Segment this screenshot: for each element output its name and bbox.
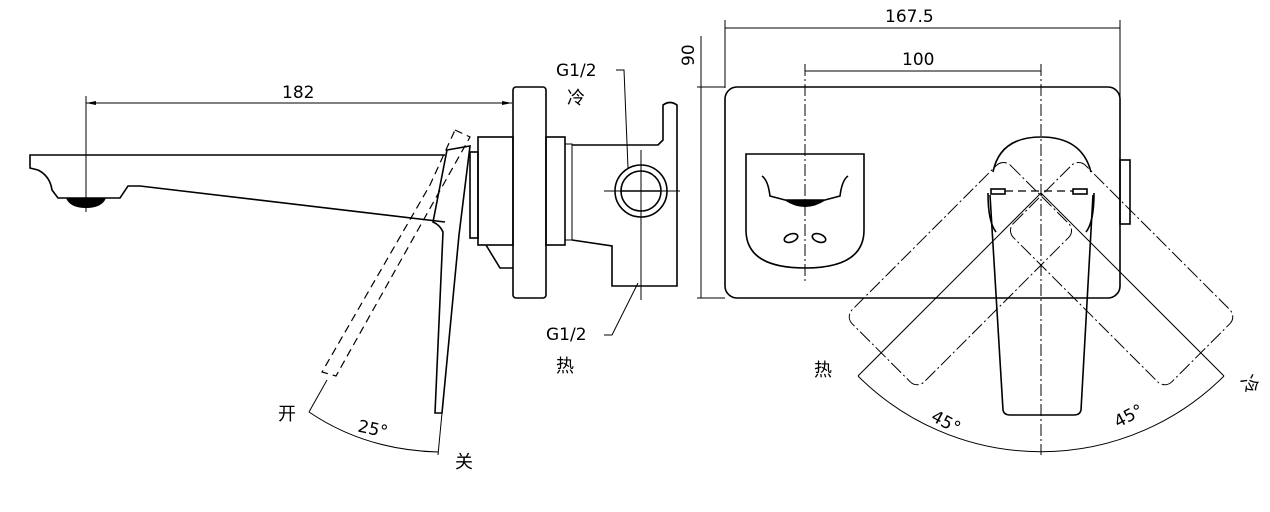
cold-label: 冷 — [567, 88, 585, 109]
dimension-90: 90 — [679, 36, 725, 299]
body-block — [545, 136, 566, 246]
plate-height-label: 90 — [679, 44, 699, 66]
angle-arc-25 — [308, 411, 439, 453]
closed-label: 关 — [455, 452, 473, 473]
hot-label: 热 — [556, 356, 574, 377]
center-distance-label: 100 — [902, 50, 934, 70]
dimension-167-5: 167.5 — [724, 7, 1121, 160]
lever-open-position — [321, 129, 471, 377]
wall-flange — [512, 86, 547, 299]
front-view: 167.5 100 90 — [679, 7, 1263, 455]
spout-length-label: 182 — [282, 83, 314, 103]
valve-collar — [469, 151, 479, 239]
valve-housing — [477, 136, 514, 246]
side-view: 182 G1/2 冷 G1/2 热 25° 开 关 — [29, 61, 680, 473]
spout — [29, 154, 446, 223]
lever — [432, 145, 471, 414]
dimension-182: 182 — [85, 83, 512, 198]
rotation-arc — [857, 375, 1225, 453]
plate-width-label: 167.5 — [885, 7, 934, 27]
thread — [564, 143, 573, 241]
dimension-100: 100 — [805, 50, 1041, 72]
hot-inlet-thread: G1/2 — [546, 325, 587, 345]
cold-inlet-thread: G1/2 — [556, 61, 597, 81]
cold-angle-label: 45° — [1111, 401, 1147, 433]
handle-hub — [992, 136, 1092, 173]
open-label: 开 — [278, 404, 296, 425]
valve-body — [571, 101, 678, 287]
side-tab — [1119, 159, 1131, 225]
front-hot-label: 热 — [814, 360, 832, 381]
front-cold-label: 冷 — [1236, 372, 1263, 398]
hot-angle-label: 45° — [928, 407, 964, 439]
handle-lever — [989, 194, 1094, 416]
